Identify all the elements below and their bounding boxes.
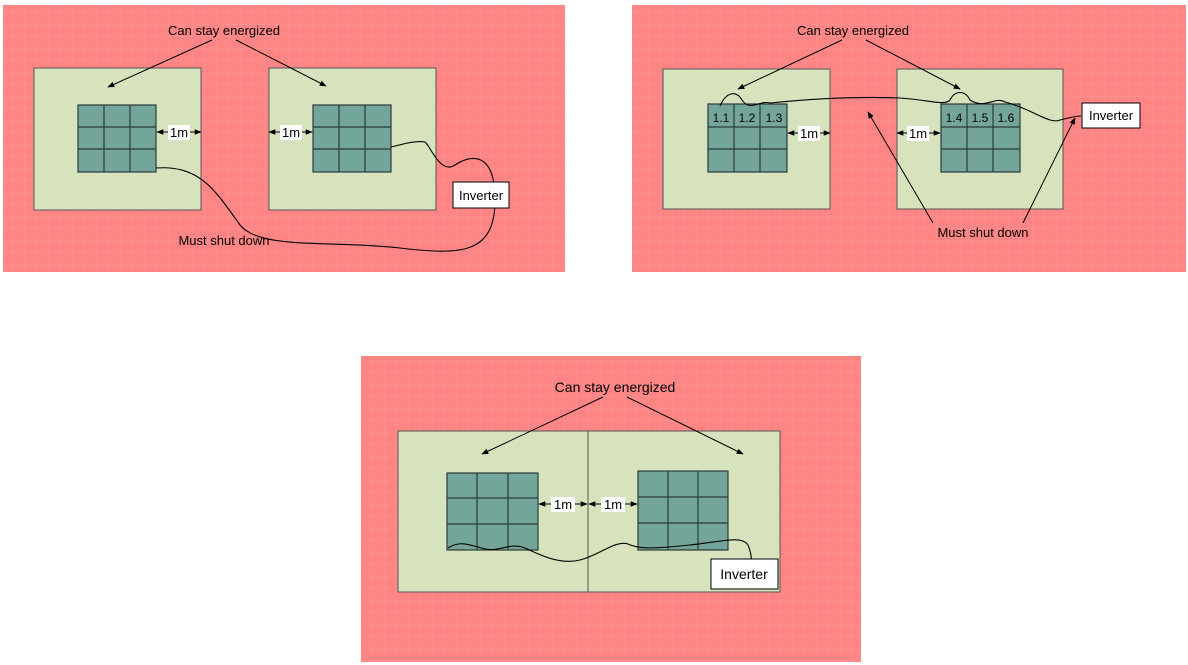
panel-array-left [446, 472, 539, 551]
diagram-1: 1m 1m Can stay energized Inverter Must s… [3, 5, 565, 272]
inverter-label: Inverter [1089, 108, 1134, 123]
panel-array-right [312, 104, 392, 173]
inverter-box [1081, 102, 1141, 129]
spacing-label: 1m [800, 126, 818, 141]
cell-label: 1.1 [713, 111, 730, 125]
cable [155, 141, 496, 252]
cell-label: 1.6 [998, 111, 1015, 125]
diagram-2: 1.1 1.2 1.3 1.4 1.5 1.6 1m 1m Can stay e… [632, 5, 1186, 272]
panel-array-right [940, 103, 1021, 173]
cable [719, 91, 1082, 122]
panel-array-left [707, 103, 788, 173]
panel-array-left [77, 104, 157, 173]
spacing-label: 1m [909, 126, 927, 141]
energized-label: Can stay energized [797, 23, 909, 38]
energized-label: Can stay energized [555, 379, 676, 395]
cable [447, 539, 752, 566]
spacing-label: 1m [554, 497, 572, 512]
inverter-label: Inverter [459, 188, 504, 203]
inverter-label: Inverter [720, 566, 768, 582]
cell-label: 1.5 [972, 111, 989, 125]
cell-label: 1.3 [766, 111, 783, 125]
cell-label: 1.2 [739, 111, 756, 125]
panel-array-right [637, 470, 729, 551]
spacing-label: 1m [282, 125, 300, 140]
spacing-label: 1m [604, 497, 622, 512]
energized-label: Can stay energized [168, 23, 280, 38]
diagram-3: 1m 1m Can stay energized Inverter [361, 356, 861, 662]
shutdown-label: Must shut down [937, 225, 1028, 240]
spacing-label: 1m [170, 125, 188, 140]
shutdown-label: Must shut down [178, 233, 269, 248]
inverter-box [710, 558, 779, 590]
inverter-box [452, 181, 510, 209]
cell-label: 1.4 [946, 111, 963, 125]
